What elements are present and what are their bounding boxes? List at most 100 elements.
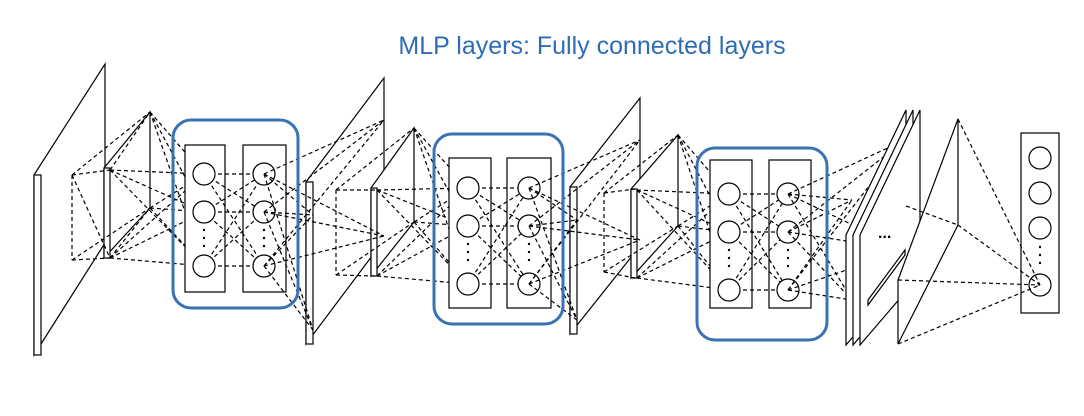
- dot: [1038, 245, 1042, 249]
- feature-map-3b-edge: [630, 188, 638, 279]
- output-projection: [897, 284, 1041, 345]
- output-fan-line: [263, 211, 314, 216]
- output-neuron: [1028, 146, 1052, 170]
- mlp-connection: [203, 173, 265, 267]
- dot: [727, 256, 731, 260]
- output-fan-line: [528, 225, 578, 321]
- output-fan-line: [787, 139, 906, 233]
- output-fan-line: [787, 139, 906, 291]
- projection-line: [603, 225, 679, 273]
- mlp-connection: [728, 193, 789, 291]
- projection-line: [335, 221, 415, 276]
- mlp-connection: [728, 193, 789, 233]
- output-fan-line: [787, 193, 853, 201]
- projection-line: [603, 188, 636, 194]
- input-fan-line: [376, 275, 469, 285]
- mlp-connection: [203, 173, 265, 267]
- input-fan-line: [376, 189, 469, 285]
- output-fan-line: [528, 219, 578, 227]
- mlp-connection: [203, 173, 265, 213]
- mlp-highlight-box-3: [695, 146, 829, 342]
- dot: [202, 236, 206, 240]
- ellipsis-label: ...: [878, 225, 891, 242]
- projection-line: [603, 134, 679, 194]
- feature-map-1-edge: [33, 174, 42, 356]
- neuron: [456, 272, 480, 296]
- dot: [1038, 261, 1042, 265]
- dot: [202, 228, 206, 232]
- output-fan-line: [263, 119, 385, 175]
- final-slab-sliver: [867, 248, 906, 307]
- output-fan-line: [787, 199, 853, 233]
- dot: [202, 244, 206, 248]
- projection-line: [335, 127, 415, 191]
- dot: [786, 264, 790, 268]
- mlp-connection: [467, 187, 530, 227]
- dot: [262, 244, 266, 248]
- mlp-highlight-box-2: [432, 132, 565, 326]
- feature-map-3: [569, 96, 641, 336]
- output-fan-line: [263, 119, 385, 213]
- neuron: [717, 182, 741, 206]
- output-fan-line: [263, 173, 314, 331]
- output-projection: [897, 279, 1041, 286]
- neuron: [192, 200, 216, 224]
- output-fan-line: [787, 289, 853, 301]
- dot: [727, 248, 731, 252]
- diagram-lines: [33, 61, 1060, 358]
- output-fan-line: [263, 214, 314, 267]
- dot: [786, 256, 790, 260]
- dot: [466, 250, 470, 254]
- neuron: [192, 162, 216, 186]
- projection-line: [71, 169, 111, 176]
- input-fan-line: [149, 173, 205, 209]
- projection-line: [71, 207, 151, 261]
- output-projection: [957, 118, 1041, 286]
- output-fan-line: [528, 219, 578, 285]
- diagram-title: MLP layers: Fully connected layers: [398, 32, 786, 60]
- output-neuron: [1028, 216, 1052, 240]
- feature-map-2-edge: [305, 181, 314, 345]
- projection-line: [71, 111, 151, 176]
- dot: [727, 264, 731, 268]
- output-fan-line: [787, 139, 906, 195]
- input-fan-line: [376, 187, 469, 191]
- projection-line: [71, 257, 111, 261]
- output-fan-line: [528, 139, 641, 189]
- mlp-highlight-box-1: [171, 118, 300, 310]
- input-fan-line: [109, 169, 205, 267]
- output-fan-line: [787, 199, 853, 291]
- output-fan-line: [787, 231, 853, 301]
- output-fan-line: [263, 173, 385, 237]
- output-fan-line: [263, 211, 314, 331]
- input-fan-line: [636, 189, 730, 195]
- feature-map-1b-edge: [103, 167, 111, 259]
- dot: [262, 236, 266, 240]
- dot: [466, 242, 470, 246]
- projection-line: [71, 174, 111, 259]
- output-fan-line: [528, 225, 641, 241]
- input-fan-line: [376, 189, 469, 227]
- projection-line: [109, 111, 151, 171]
- output-fan-line: [528, 187, 578, 221]
- output-fan-line: [528, 239, 641, 285]
- neuron: [456, 176, 480, 200]
- output-fan-line: [528, 139, 641, 227]
- output-fan-line: [263, 173, 314, 216]
- neuron: [717, 278, 741, 302]
- mlp-connection: [467, 225, 530, 285]
- output-projection: [905, 205, 959, 226]
- mlp-highlight-boxes: [171, 118, 829, 342]
- dot: [1038, 253, 1042, 257]
- feature-map-3-edge: [569, 186, 578, 335]
- output-fan-line: [263, 119, 385, 267]
- output-fan-line: [263, 211, 385, 237]
- neuron: [717, 220, 741, 244]
- neuron: [192, 254, 216, 278]
- dot: [527, 250, 531, 254]
- output-fan-line: [528, 139, 641, 285]
- output-projection: [957, 224, 1041, 286]
- input-fan-line: [413, 187, 469, 223]
- dot: [527, 258, 531, 262]
